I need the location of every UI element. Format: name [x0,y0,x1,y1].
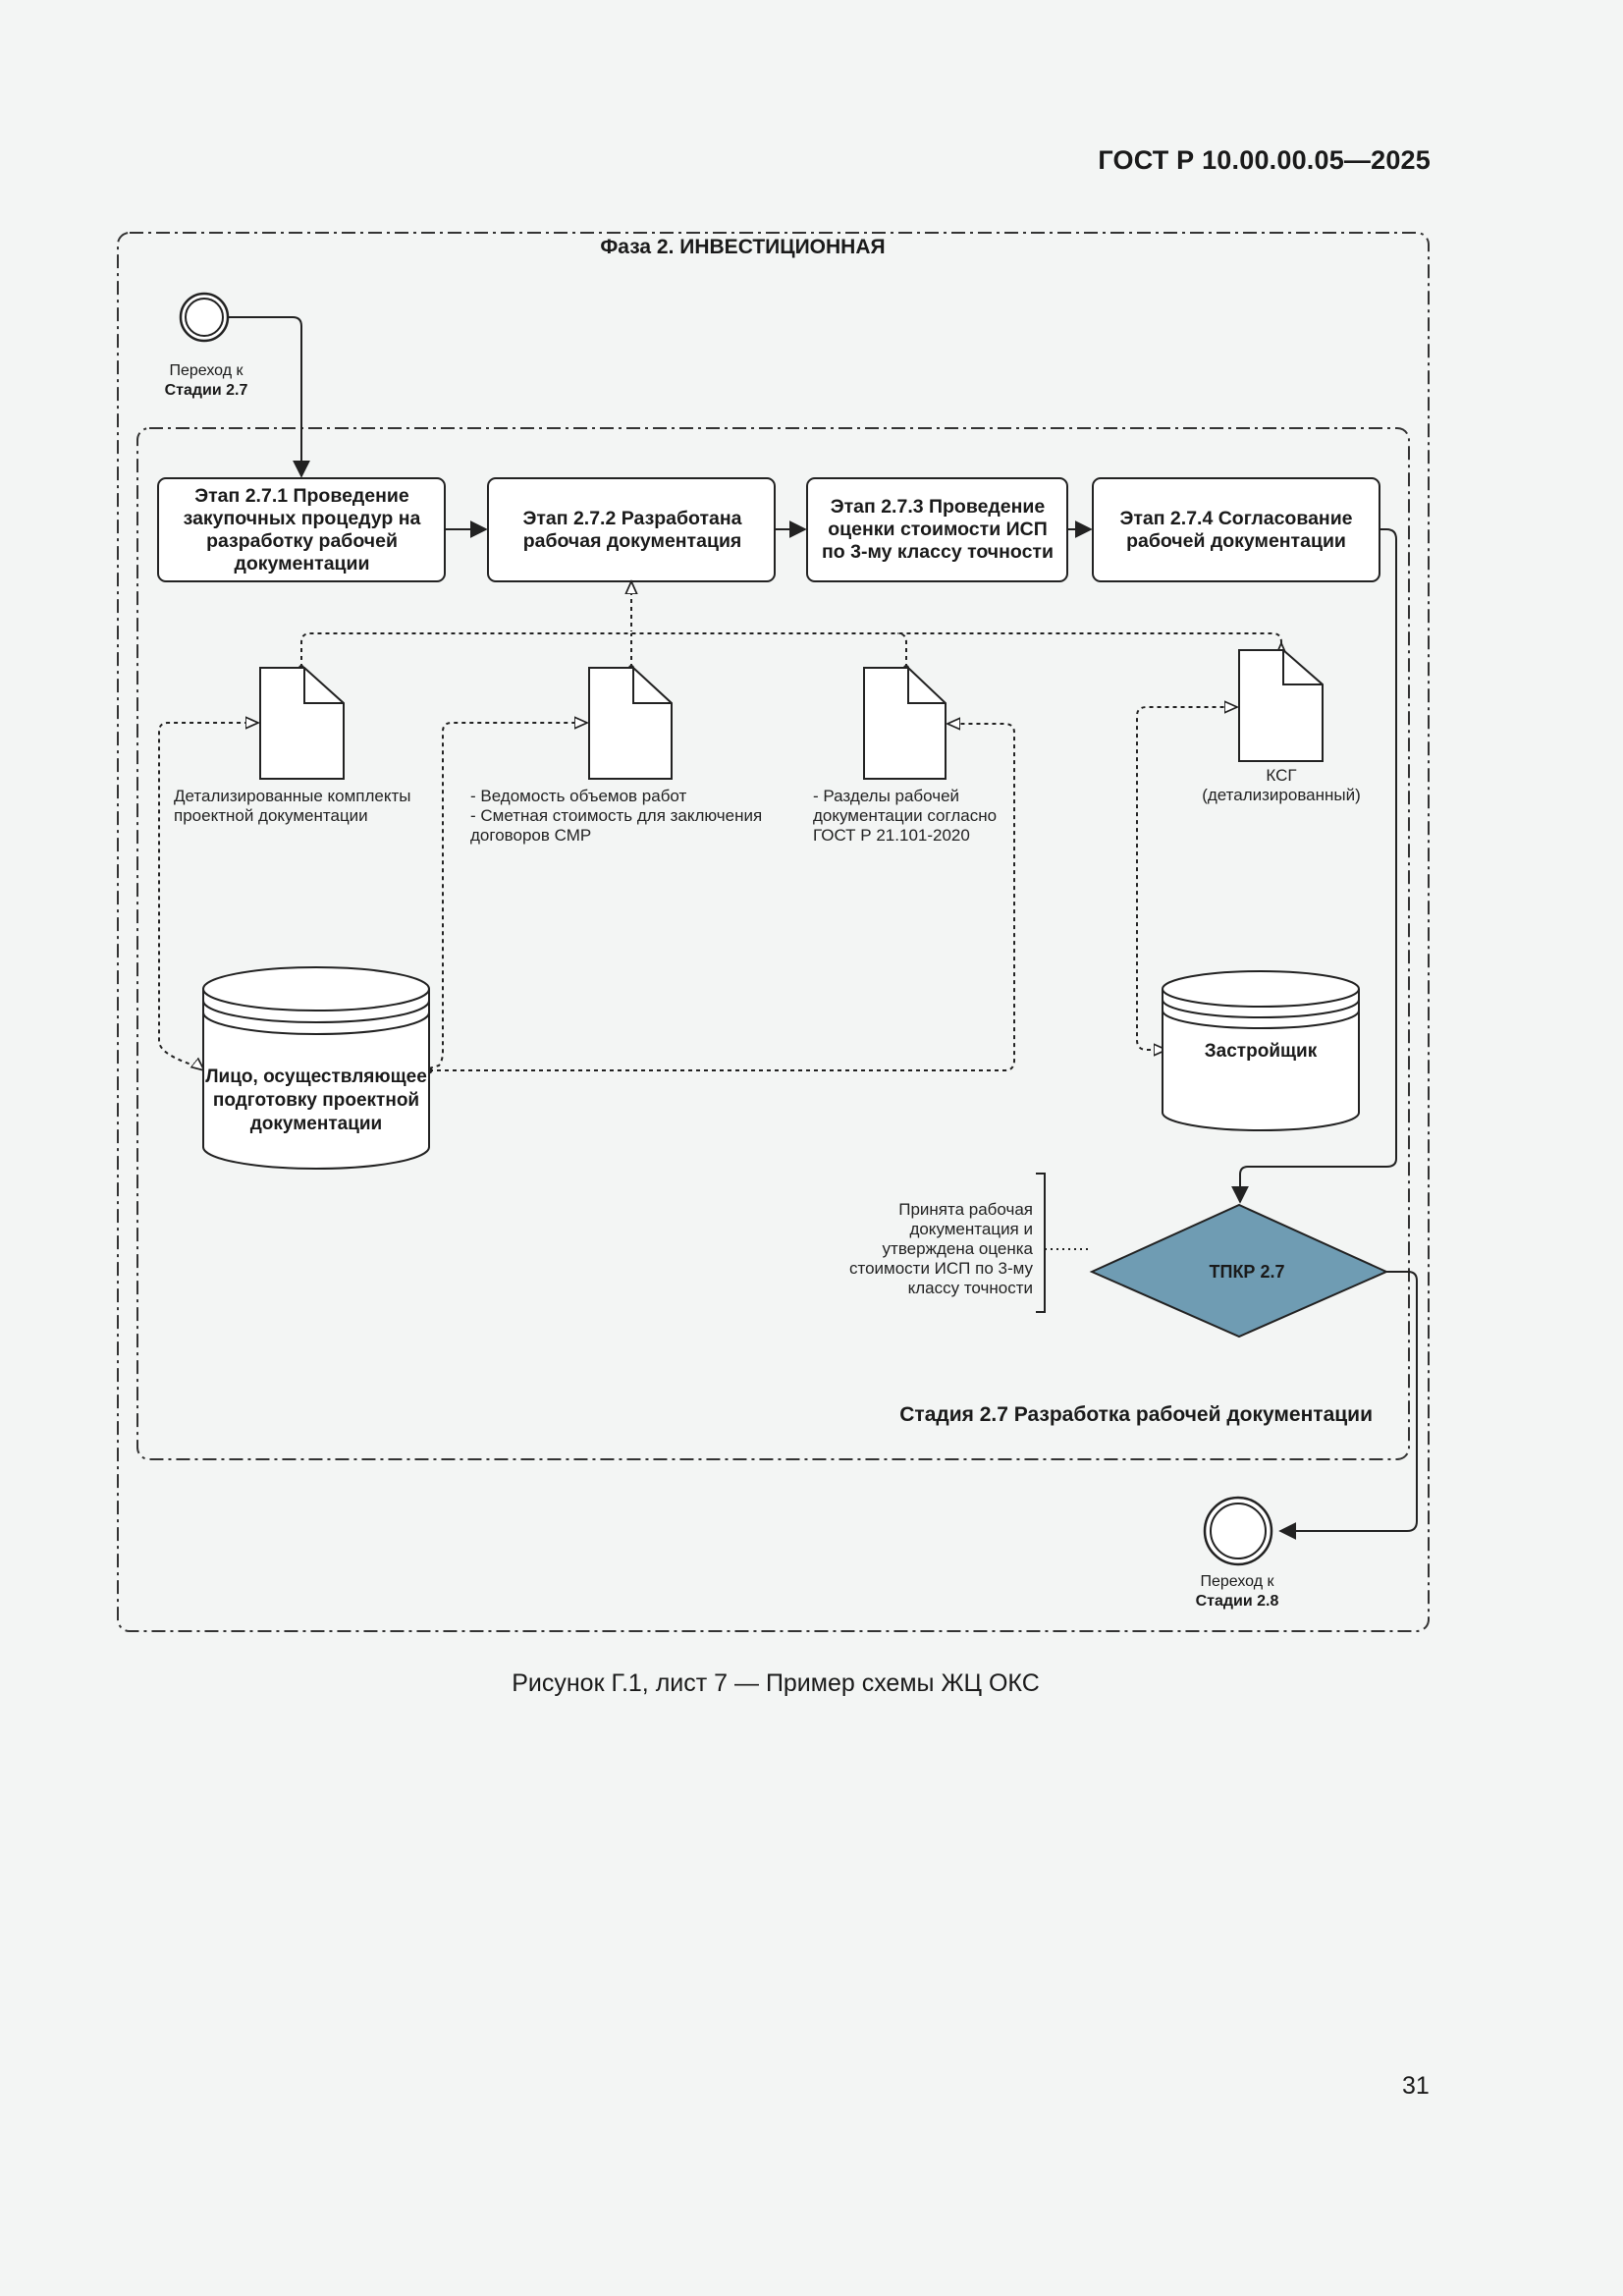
data-store-2-label: Застройщик [1204,1040,1318,1062]
start-flow [228,316,310,478]
document-3-line2: ГОСТ Р 21.101-2020 [813,826,970,845]
database-icon [1162,970,1360,1131]
document-3-line1: - Разделы рабочей документации согласно [813,787,998,825]
stage-3-label[interactable]: Этап 2.7.3 Проведение оценки стоимости И… [822,496,1054,563]
document-icon [259,667,345,780]
gateway-label[interactable]: ТПКР 2.7 [1209,1261,1285,1282]
stage-2-label[interactable]: Этап 2.7.2 Разработана рабочая документа… [522,507,742,552]
start-event-label: Переход к Стадии 2.7 [137,361,275,401]
flow-4-gateway [1231,528,1397,1204]
end-event-line1: Переход к [1200,1573,1274,1590]
document-2-line1: - Ведомость объемов работ [470,787,687,805]
start-event-line1: Переход к [169,362,243,379]
end-event-label: Переход к Стадии 2.8 [1168,1572,1306,1612]
document-4-line1: КСГ [1266,766,1297,785]
stage-container [136,427,1410,1460]
document-code: ГОСТ Р 10.00.00.05—2025 [1098,145,1431,175]
document-1-label: Детализированные комплекты проектной док… [174,787,411,825]
document-icon [1238,649,1324,762]
figure-caption: Рисунок Г.1, лист 7 — Пример схемы ЖЦ ОК… [512,1669,1040,1697]
phase-title: Фаза 2. ИНВЕСТИЦИОННАЯ [600,236,886,258]
page-number: 31 [1402,2072,1430,2100]
start-event-line2: Стадии 2.7 [164,382,248,399]
document-4-line2: (детализированный) [1202,786,1361,804]
start-event-icon [179,292,230,343]
document-2-line2: - Сметная стоимость для заключения догов… [470,806,763,845]
document-3-label: - Разделы рабочей документации согласно … [813,787,1014,846]
document-icon [863,667,947,780]
data-store-1-label: Лицо, осуществляющее подготовку проектно… [205,1066,427,1134]
end-event-icon [1203,1496,1273,1566]
stage-4-label[interactable]: Этап 2.7.4 Согласование рабочей документ… [1119,507,1353,552]
database-icon [202,966,430,1170]
stage-group-title: Стадия 2.7 Разработка рабочей документац… [899,1403,1373,1426]
stage-1-label[interactable]: Этап 2.7.1 Проведение закупочных процеду… [183,484,421,574]
document-4-label: КСГ (детализированный) [1178,766,1384,805]
document-icon [588,667,673,780]
end-event-line2: Стадии 2.8 [1195,1593,1279,1610]
gateway-annotation: Принята рабочая документация и утвержден… [848,1200,1033,1297]
annotation-bracket [1036,1173,1046,1313]
phase-container [117,232,1430,1632]
flow-gateway-end [1278,1271,1418,1540]
document-2-label: - Ведомость объемов работ - Сметная стои… [470,787,784,846]
